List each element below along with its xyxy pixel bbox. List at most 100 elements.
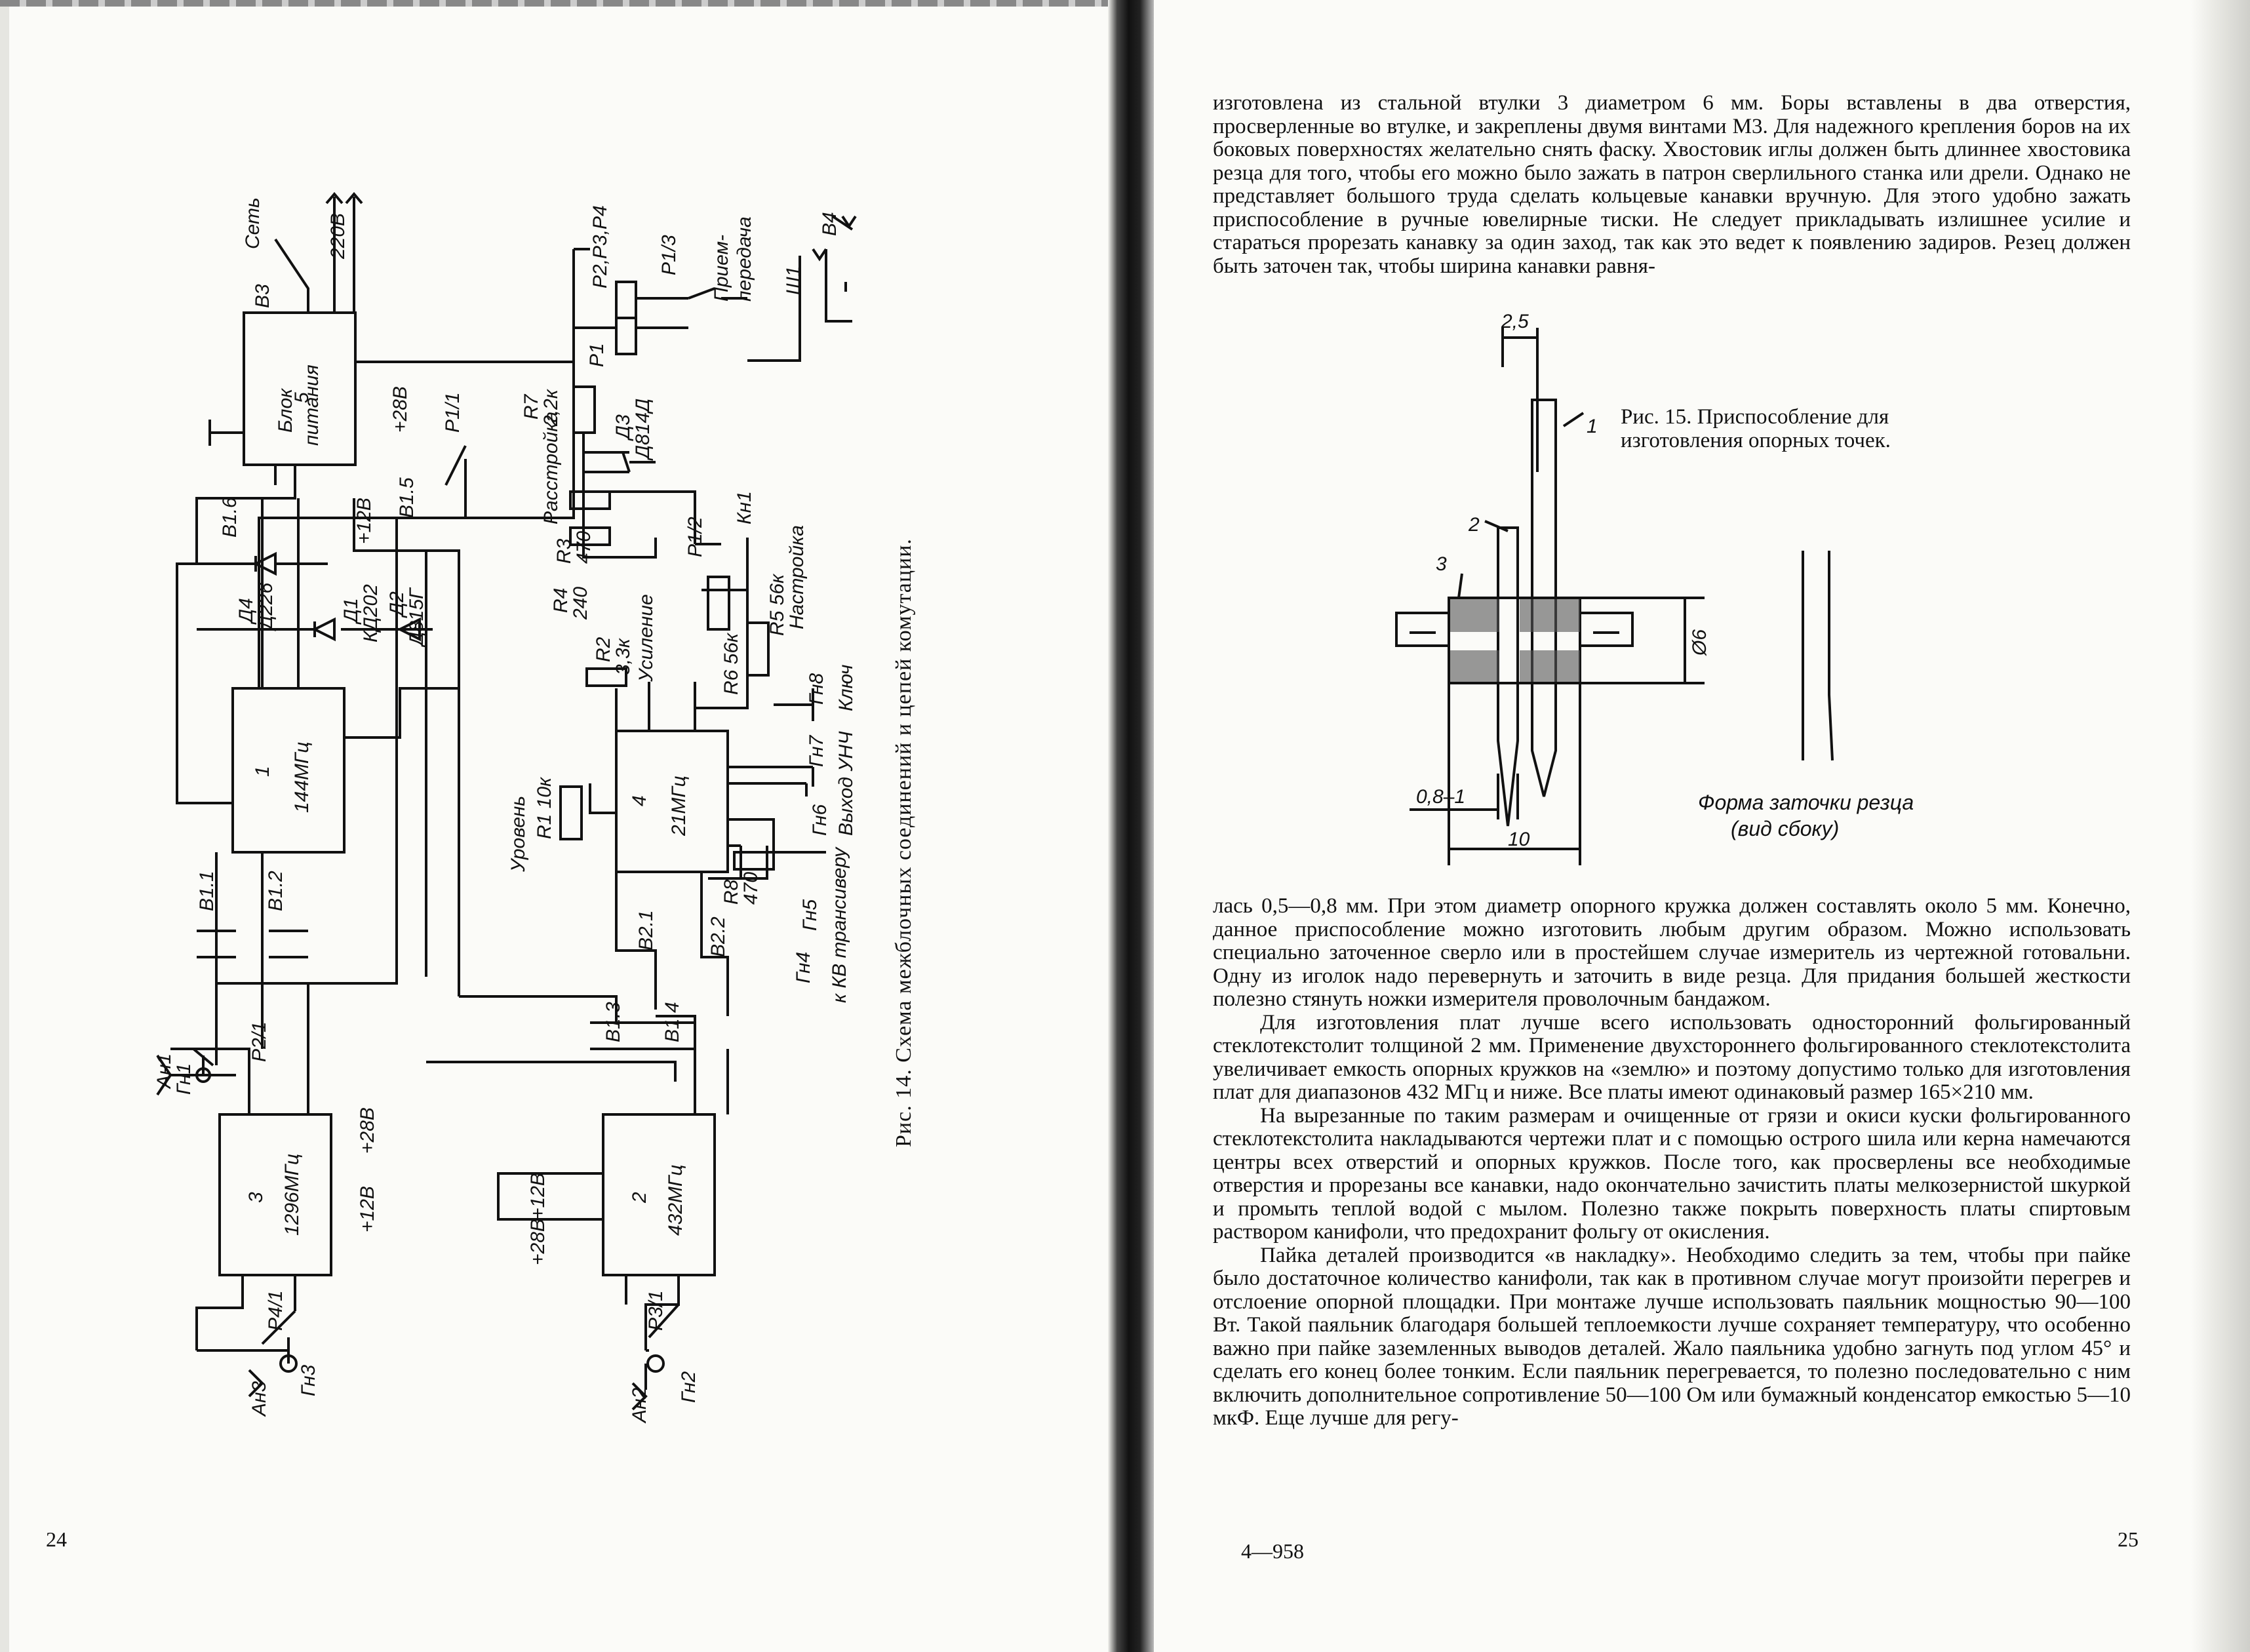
label-detune: Расстройка [540,412,562,524]
label-d3: Д3 [612,414,634,441]
paragraph-2: Для изготовления плат лучше всего исполь… [1213,1010,2131,1104]
label-plus28-1296: +28В [357,1107,378,1154]
unit-144-freq: 144МГц [291,741,313,813]
label-r5: R5 56к [766,573,788,636]
label-d4-type: Д226 [255,583,277,631]
label-d2-type: Д815Г [406,587,427,648]
unit-1296-number: 3 [245,1192,267,1203]
label-p2-1: Р2/1 [248,1021,270,1062]
label-plus28-432: +28В [527,1219,549,1265]
label-mains: Сеть [242,197,264,249]
unit-21-number: 4 [629,795,650,806]
label-kn1: Кн1 [734,491,755,524]
unit-1296-block [218,1113,332,1276]
label-b2-1: В2.1 [635,910,657,951]
label-gn4: Гн4 [793,952,814,983]
label-220v: 220В [327,213,349,260]
label-d4: Д4 [235,598,257,625]
label-r3: R3 [553,538,575,564]
label-d3-type: Д814Д [632,399,654,461]
printer-signature: 4—958 [1241,1539,1304,1563]
label-plus12-1296: +12В [357,1186,378,1232]
top-scan-rule [0,0,1108,7]
label-tune: Настройка [786,525,808,629]
label-gn5: Гн5 [799,899,821,931]
right-page-number: 25 [2118,1527,2139,1551]
label-r8: R8 [720,879,742,905]
dim-10: 10 [1508,829,1530,850]
label-af-output: Выход УНЧ [835,731,857,836]
paragraph-3: На вырезанные по таким размерам и очищен… [1213,1103,2131,1244]
unit-21-freq: 21МГц [668,776,690,836]
text-top: изготовлена из стальной втулки 3 диаметр… [1213,91,2131,278]
right-page-edge [2191,0,2250,1652]
label-plus12-psu: +12В [353,498,375,544]
paragraph-4: Пайка деталей производится «в накладку».… [1213,1243,2131,1430]
label-b1-1: В1.1 [196,871,218,911]
label-r7-value: 2,2к [540,388,562,427]
psu-label-2: питания [301,364,323,446]
label-r8-value: 470 [740,872,762,905]
label-p2p3p4: Р2,Р3,Р4 [589,205,611,288]
left-page-edge [0,0,9,1652]
label-gn6: Гн6 [809,804,831,836]
unit-144-number: 1 [252,766,273,777]
label-key: Ключ [835,665,857,711]
label-b3: В3 [252,284,273,308]
label-r2: R2 [593,637,614,662]
unit-432-number: 2 [629,1192,650,1204]
sharpening-label-2: (вид сбоку) [1731,817,1839,840]
label-an3: Ан3 [248,1381,270,1417]
psu-label: Блок [275,387,296,433]
label-gn3: Гн3 [298,1364,319,1396]
label-b1-2: В1.2 [265,871,286,911]
label-r6: R6 56к [720,632,742,695]
psu-number: 5 [291,392,313,403]
label-gn1: Гн1 [173,1063,195,1095]
paragraph-top: изготовлена из стальной втулки 3 диаметр… [1213,91,2131,278]
label-r1: R1 10к [534,776,555,839]
label-b4: В4 [819,212,840,236]
label-tx: передача [734,216,755,302]
label-r2-value: 3,3к [612,637,634,675]
label-p1-1: Р1/1 [442,392,464,433]
label-an2: Ан2 [629,1387,650,1424]
label-d1-type: КД202 [360,584,382,642]
label-gain: Усиление [635,594,657,682]
psu-block [243,311,357,466]
label-gn8: Гн8 [806,673,827,705]
label-to-kv-transceiver: к КВ трансиверу [829,846,850,1003]
label-r4: R4 [550,588,572,613]
label-d1: Д1 [340,598,362,625]
unit-1296-freq: 1296МГц [281,1154,303,1236]
label-gn2: Гн2 [678,1371,700,1403]
label-r7: R7 [521,393,542,420]
label-level: Уровень [507,796,529,873]
label-r3-value: 470 [573,531,595,564]
part-2-label: 2 [1468,514,1480,536]
label-p1-3: Р1/3 [658,235,680,275]
label-sh1: Ш1 [783,266,804,295]
text-bottom: лась 0,5—0,8 мм. При этом диаметр опорно… [1213,894,2131,1430]
label-p3-1: Р3/1 [645,1290,667,1331]
left-page-number: 24 [46,1527,67,1551]
label-gn7: Гн7 [806,734,827,767]
label-b2-2: В2.2 [707,916,729,957]
label-r4-value: 240 [570,587,591,620]
label-plus28-psu: +28В [389,386,411,433]
figure-15-caption: Рис. 15. Приспособление для изготовления… [1621,405,1891,452]
label-b1-5: В1.5 [396,477,418,518]
unit-21-block [615,730,729,873]
right-page [1108,0,2250,1652]
part-1-label: 1 [1587,416,1598,437]
label-p1-2: Р1/2 [684,517,706,557]
dim-0-8-1: 0,8–1 [1416,786,1465,808]
label-plus12-432: +12В [527,1173,549,1219]
part-3-label: 3 [1436,553,1447,575]
label-p4-1: Р4/1 [265,1290,286,1331]
label-d2: Д2 [386,591,408,618]
sharpening-label-1: Форма заточки резца [1698,791,1914,814]
label-b1-6: В1.6 [219,497,241,538]
unit-432-block [602,1113,716,1276]
